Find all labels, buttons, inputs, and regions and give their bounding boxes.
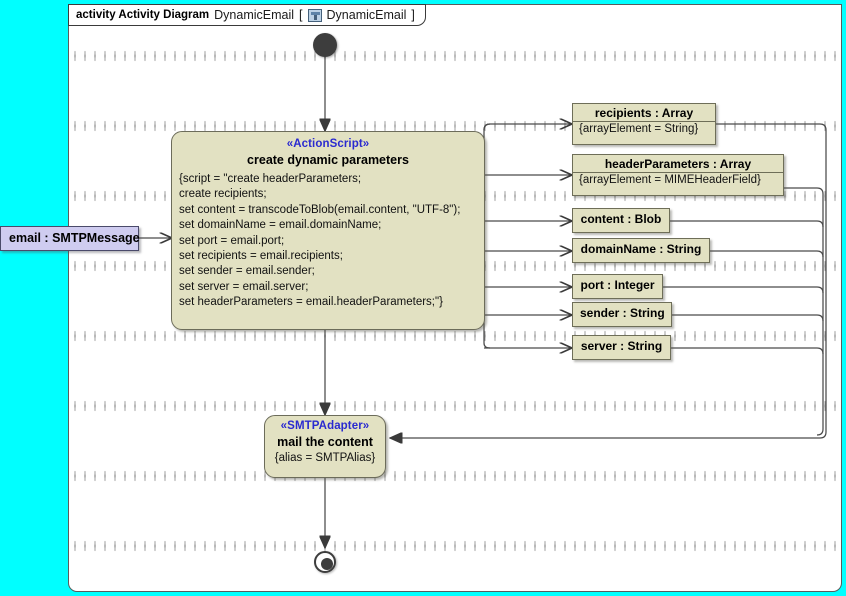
object-title: content : Blob (580, 212, 662, 226)
object-node-recipients[interactable]: recipients : Array {arrayElement = Strin… (572, 103, 716, 145)
adapter-stereotype: «SMTPAdapter» (280, 420, 370, 432)
object-title: domainName : String (580, 242, 702, 256)
object-node-headerparameters[interactable]: headerParameters : Array {arrayElement =… (572, 154, 784, 196)
adapter-note: {alias = SMTPAlias} (274, 452, 376, 464)
frame-context: DynamicEmail (326, 8, 407, 22)
object-title: server : String (580, 339, 663, 353)
action-mail-the-content[interactable]: «SMTPAdapter» mail the content {alias = … (264, 415, 386, 478)
initial-node[interactable] (313, 33, 337, 57)
object-node-server[interactable]: server : String (572, 335, 671, 360)
frame-bracket-open: [ (299, 8, 303, 22)
action-title: create dynamic parameters (247, 153, 409, 167)
frame-name: DynamicEmail (214, 8, 295, 22)
input-pin-email[interactable]: email : SMTPMessage (0, 226, 140, 251)
object-constraint: {arrayElement = MIMEHeaderField} (579, 174, 761, 186)
action-script-body: {script = "create headerParameters; crea… (179, 173, 461, 309)
object-constraint: {arrayElement = String} (579, 123, 699, 135)
object-node-domainname[interactable]: domainName : String (572, 238, 710, 263)
final-node-core (321, 558, 333, 570)
object-title: port : Integer (580, 278, 655, 292)
object-title: headerParameters : Array (573, 155, 783, 173)
action-stereotype: «ActionScript» (286, 138, 370, 150)
frame-bracket-close: ] (411, 8, 415, 22)
object-node-content[interactable]: content : Blob (572, 208, 670, 233)
frame-keyword: activity Activity Diagram (76, 9, 210, 21)
adapter-title: mail the content (277, 435, 373, 449)
object-title: recipients : Array (573, 104, 715, 122)
activity-final-node[interactable] (314, 551, 336, 573)
object-node-sender[interactable]: sender : String (572, 302, 672, 327)
activity-class-icon (307, 8, 322, 22)
diagram-frame-header: activity Activity Diagram DynamicEmail [… (68, 4, 426, 26)
object-node-port[interactable]: port : Integer (572, 274, 663, 299)
action-create-dynamic-parameters[interactable]: «ActionScript» create dynamic parameters… (171, 131, 485, 330)
object-title: sender : String (580, 306, 665, 320)
